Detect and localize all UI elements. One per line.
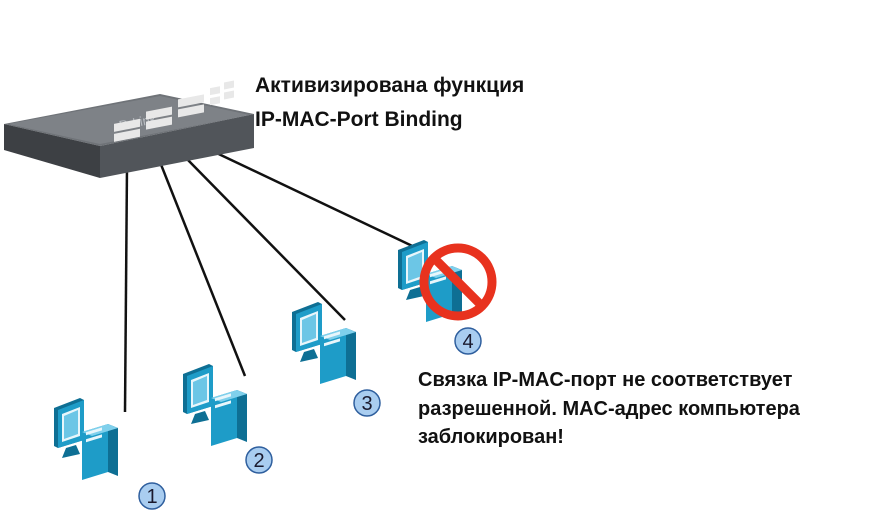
prohibited-icon bbox=[419, 243, 497, 321]
cable-4 bbox=[205, 146, 426, 254]
cable-2 bbox=[158, 161, 247, 377]
switch-ports bbox=[114, 80, 234, 142]
badge-2-label: 2 bbox=[253, 450, 264, 472]
badge-4-label: 4 bbox=[462, 331, 473, 353]
computer-icon-2 bbox=[183, 364, 247, 446]
badge-1: 1 bbox=[138, 482, 166, 510]
cable-3 bbox=[185, 157, 346, 321]
computer-icon-1 bbox=[54, 398, 118, 480]
badge-3: 3 bbox=[353, 389, 381, 417]
header-line-1: Активизирована функция bbox=[255, 74, 525, 97]
message-line-2: разрешенной. MAC-адрес компьютера bbox=[418, 398, 800, 420]
badge-3-label: 3 bbox=[361, 393, 372, 415]
badge-4: 4 bbox=[454, 327, 482, 355]
cable-1 bbox=[123, 165, 129, 413]
badge-2: 2 bbox=[245, 446, 273, 474]
computer-icon-3 bbox=[292, 302, 356, 384]
network-switch-icon: D-Link bbox=[4, 80, 254, 178]
message-line-3: заблокирован! bbox=[418, 426, 564, 448]
badge-1-label: 1 bbox=[146, 486, 157, 508]
message-line-1: Связка IP-MAC-порт не соответствует bbox=[418, 369, 793, 391]
cables bbox=[123, 146, 426, 413]
header-line-2: IP-MAC-Port Binding bbox=[255, 108, 463, 131]
